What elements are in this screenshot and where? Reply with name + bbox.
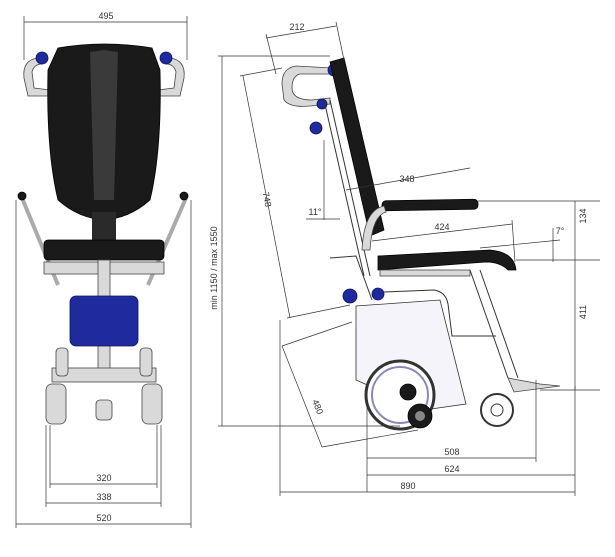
dimension-label: 338 — [96, 492, 111, 502]
battery-box — [69, 295, 139, 347]
dimension-seat-height: 411 — [540, 252, 600, 391]
dimension-height-range: min 1150 / max 1550 — [209, 55, 400, 427]
front-view: 495 320 338 520 — [15, 11, 192, 528]
dimension-label: 890 — [400, 481, 415, 491]
dimension-label: 320 — [96, 473, 111, 483]
dimension-label: 480 — [310, 398, 325, 416]
backrest — [329, 57, 385, 237]
dimension-label: 348 — [399, 174, 414, 184]
dimension-seat-depth: 424 — [371, 219, 516, 263]
dimension-wheel-track-outer: 338 — [45, 425, 162, 507]
dimension-handle-width: 495 — [23, 11, 188, 60]
dimension-wheel-track-inner: 320 — [49, 425, 158, 488]
dimension-label: 134 — [578, 208, 588, 223]
dimension-label: 424 — [434, 222, 449, 232]
handle-knob-right — [159, 51, 173, 65]
dimension-label: 748 — [261, 191, 274, 208]
dimension-label: 624 — [444, 464, 459, 474]
dimension-handle-depth: 212 — [265, 21, 345, 75]
dimension-label: 11° — [309, 207, 322, 217]
front-wheels — [45, 347, 163, 425]
dimension-label: min 1150 / max 1550 — [209, 226, 219, 309]
dimension-armrest-height: 134 — [478, 200, 600, 252]
seat — [377, 249, 517, 271]
dimension-overall-length: 890 — [279, 320, 576, 496]
dimension-label: 7° — [556, 226, 565, 236]
dimension-base-length: 480 — [281, 321, 419, 448]
armrest — [381, 198, 479, 212]
dimension-label: 495 — [98, 11, 113, 21]
dimension-overall-width: 520 — [15, 200, 192, 528]
dimension-footplate-length: 624 — [367, 386, 576, 479]
dimension-wheelbase: 508 — [366, 380, 537, 492]
dimension-label: 212 — [289, 22, 304, 32]
handle-knob-left — [35, 51, 49, 65]
dimension-armrest-length: 348 — [345, 167, 471, 191]
dimension-label: 520 — [96, 513, 111, 523]
dimension-backrest-length: 748 — [239, 67, 351, 319]
seat — [43, 239, 165, 261]
dimension-label: 411 — [578, 305, 588, 319]
side-view: 212 748 min 1150 / max 1550 348 11° 424 — [209, 21, 600, 496]
dimension-seat-angle: 7° — [479, 226, 600, 262]
dimension-backrest-angle: 11° — [306, 140, 340, 220]
dimension-label: 508 — [444, 447, 459, 457]
